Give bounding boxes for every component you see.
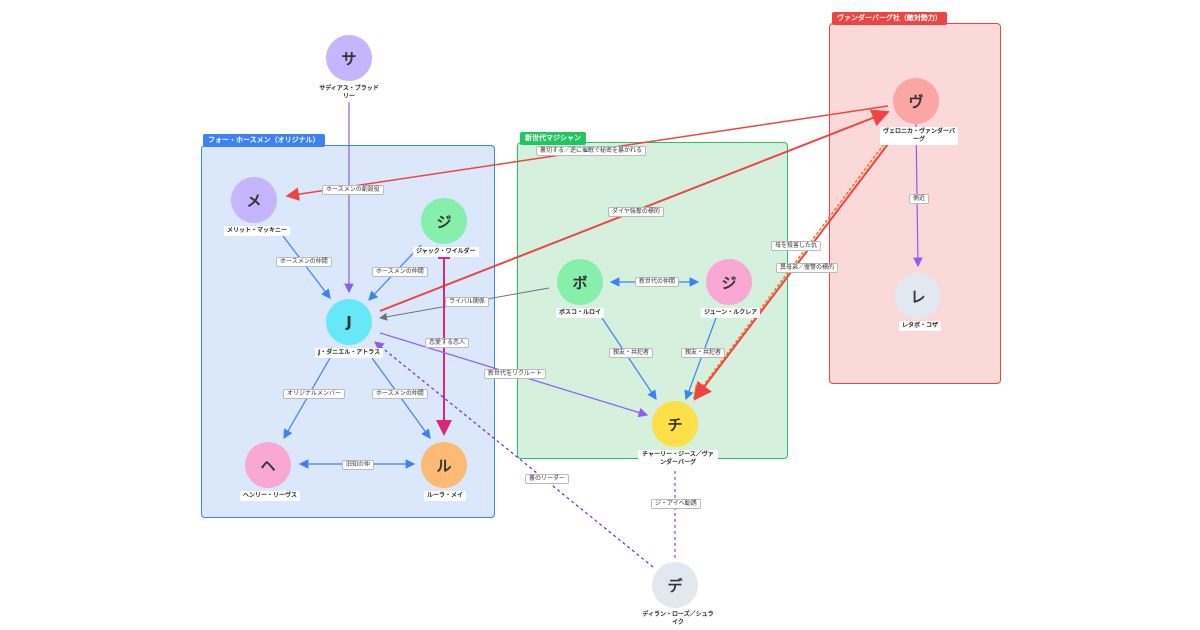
node-label-charlie: チャーリー・ジース／ヴァンダーバーグ (638, 450, 718, 468)
edge-label: 旧知の仲 (342, 460, 375, 470)
edge-label: ホースメンの仲間 (372, 389, 428, 399)
node-initial: ル (436, 456, 452, 475)
node-dylan[interactable]: デ (652, 562, 698, 608)
node-initial: ヴ (908, 92, 924, 111)
edge-label: ホースメンの仲間 (276, 257, 332, 267)
node-june[interactable]: ジ (706, 259, 752, 305)
edge-label: ホースメンの創設役 (322, 185, 384, 195)
node-bosco[interactable]: ボ (557, 259, 603, 305)
node-initial: ジ (436, 212, 452, 231)
node-initial: デ (667, 576, 683, 595)
group-newgen-label: 新世代マジシャン (520, 132, 586, 145)
node-label-veronika: ヴェロニカ・ヴァンダーバーグ (880, 127, 958, 145)
node-label-atlas: J・ダニエル・アトラス (315, 348, 384, 358)
node-initial: ボ (572, 273, 588, 292)
edge-label: 親友・共犯者 (609, 348, 654, 358)
edge-label: 裏切する／逆に催眠で秘密を暴かれる (536, 146, 647, 156)
node-merritt[interactable]: メ (231, 177, 277, 223)
group-vander-label: ヴァンダーバーグ社（敵対勢力） (832, 12, 947, 25)
node-label-bosco: ボスコ・ルロイ (556, 308, 605, 318)
node-initial: サ (341, 49, 357, 68)
node-atlas[interactable]: J (326, 299, 372, 345)
edge-label: 裏のリーダー (525, 474, 570, 484)
edge-label: 母を殺害した仇 (771, 241, 822, 251)
node-initial: ジ (721, 273, 737, 292)
edge-label: 新世代をリクルート (484, 369, 546, 379)
node-label-dylan: ディラン・ローズ／シュライク (639, 610, 717, 628)
node-thaddeus[interactable]: サ (326, 35, 372, 81)
edge-label: 新世代の仲間 (635, 277, 680, 287)
node-henley[interactable]: ヘ (245, 442, 291, 488)
edge-label: ダイヤ強奪の標的 (608, 207, 664, 217)
node-initial: ヘ (260, 456, 276, 475)
node-label-jack: ジャック・ワイルダー (413, 247, 479, 257)
node-label-june: ジューン・ルクレア (701, 308, 761, 318)
edge-label: 親友・共犯者 (681, 348, 726, 358)
node-jack[interactable]: ジ (421, 198, 467, 244)
edge-veronika-charlie-dashed (693, 143, 885, 400)
edge-label: ライバル関係 (445, 297, 489, 307)
edge-label: 恋愛する恋人 (425, 338, 470, 348)
node-label-lula: ルーラ・メイ (424, 491, 467, 501)
edge-label: ホースメンの仲間 (372, 267, 428, 277)
node-label-thaddeus: サディアス・ブラッドリー (314, 84, 384, 102)
edge-bosco-charlie (601, 317, 657, 400)
node-initial: レ (910, 287, 926, 306)
node-initial: メ (246, 191, 262, 210)
node-charlie[interactable]: チ (652, 401, 698, 447)
edge-label: 異母弟／復讐の標的 (776, 263, 839, 273)
node-veronika[interactable]: ヴ (893, 78, 939, 124)
node-label-merritt: メリット・マッキニー (224, 226, 291, 236)
node-reza[interactable]: レ (895, 273, 941, 319)
node-initial: J (346, 313, 352, 331)
group-horsemen-label: フォー・ホースメン（オリジナル） (203, 134, 325, 147)
edge-label: ジ・アイへ勧誘 (651, 499, 701, 509)
edge-label: オリジナルメンバー (283, 389, 346, 399)
node-label-reza: レタボ・コザ (899, 321, 942, 331)
node-label-henley: ヘンリー・リーヴス (240, 491, 301, 501)
edge-june-charlie (684, 317, 717, 401)
node-lula[interactable]: ル (421, 442, 467, 488)
edge-label: 側近 (909, 194, 930, 204)
node-initial: チ (667, 415, 683, 434)
